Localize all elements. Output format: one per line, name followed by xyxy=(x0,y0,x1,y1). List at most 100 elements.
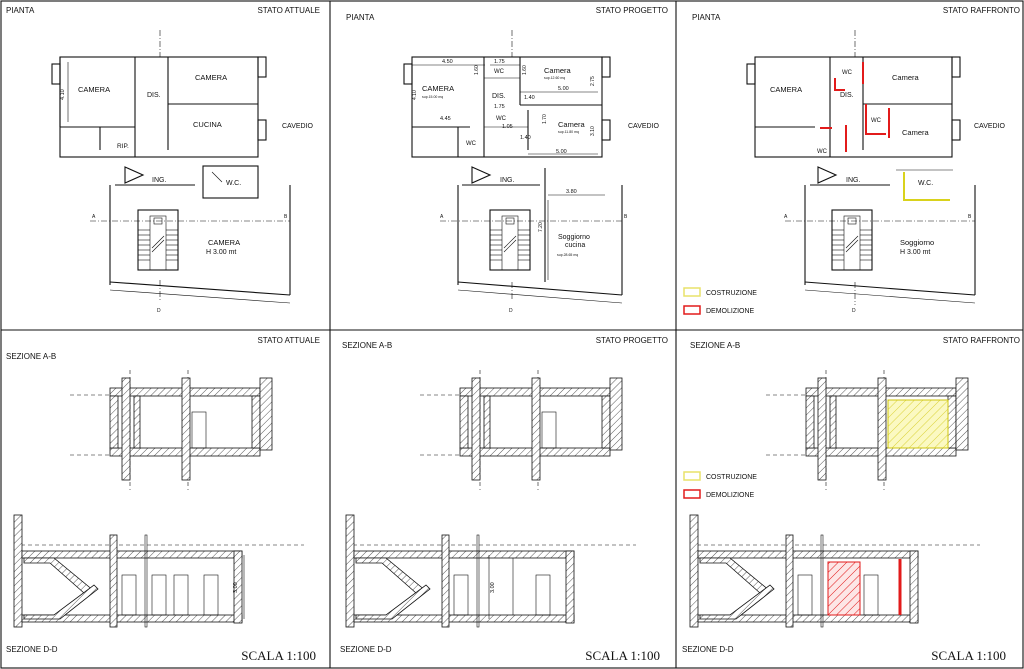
label-r-dis: DIS. xyxy=(840,92,854,99)
dim-160-b: 1.60 xyxy=(522,65,528,75)
marker-a-1: A xyxy=(92,214,96,220)
dim-500-bottom: 5.00 xyxy=(556,149,567,155)
legend-costruzione-label: COSTRUZIONE xyxy=(706,290,757,297)
dim-445: 4.45 xyxy=(440,116,451,122)
label-p-cucina: cucina xyxy=(565,242,585,249)
legend-demolizione-swatch xyxy=(683,305,701,315)
dim-170: 1.70 xyxy=(542,114,548,124)
dim-450: 4.50 xyxy=(442,59,453,65)
label-p-ing: ING. xyxy=(500,177,514,184)
demolition-red-1 xyxy=(834,78,845,91)
label-p-camera-left-sub: sup.15.00 mq xyxy=(422,95,443,99)
construction-yellow-area xyxy=(887,399,949,449)
label-wc: W.C. xyxy=(226,180,241,187)
demolition-red-5 xyxy=(865,104,886,135)
label-p-dis: DIS. xyxy=(492,93,506,100)
label-r-wc-right: W.C. xyxy=(918,180,933,187)
label-r-wc-bottom: WC xyxy=(817,149,828,155)
dim-140-bottom: 1.40 xyxy=(520,135,531,141)
label-r-wc-mid: WC xyxy=(871,118,882,124)
section-dd-raffronto xyxy=(689,514,981,628)
label-cavedio: CAVEDIO xyxy=(282,123,314,130)
dim-105: 1.05 xyxy=(502,124,513,130)
label-stato-progetto-2: STATO PROGETTO xyxy=(596,336,668,345)
label-p-camera-top-sub: sup.12.60 mq xyxy=(544,76,565,80)
legend-costruzione-label-2: COSTRUZIONE xyxy=(706,474,757,481)
label-p-soggiorno: Soggiorno xyxy=(558,234,590,241)
label-r-camera-top: Camera xyxy=(892,73,920,82)
dim-175-mid: 1.75 xyxy=(494,104,505,110)
section-dd-attuale: 3.00 xyxy=(13,514,305,628)
label-p-cavedio: CAVEDIO xyxy=(628,123,660,130)
marker-a-2: A xyxy=(440,214,444,220)
section-ab-progetto xyxy=(419,369,623,491)
marker-d-1: D xyxy=(157,308,161,314)
label-sezione-dd-2: SEZIONE D-D xyxy=(340,645,392,654)
plan-attuale: CAMERA DIS. CAMERA CUCINA CAVEDIO RIP. I… xyxy=(51,30,314,314)
label-p-wc-bottom: WC xyxy=(466,141,477,147)
label-r-soggiorno: Soggiorno xyxy=(900,238,934,247)
dim-140-top: 1.40 xyxy=(524,95,535,101)
dim-175-top: 1.75 xyxy=(494,59,505,65)
label-sezione-ab-2: SEZIONE A-B xyxy=(342,341,392,350)
label-p-camera-left: CAMERA xyxy=(422,84,454,93)
label-r-cavedio: CAVEDIO xyxy=(974,123,1006,130)
label-ing: ING. xyxy=(152,177,166,184)
legend-demolizione-swatch-2 xyxy=(683,489,701,499)
label-camera-left: CAMERA xyxy=(78,85,110,94)
label-p-camera-mid: Camera xyxy=(558,120,586,129)
label-pianta-2: PIANTA xyxy=(346,13,375,22)
construction-yellow-1 xyxy=(903,172,950,201)
label-stato-raffronto-2: STATO RAFFRONTO xyxy=(943,336,1020,345)
legend-costruzione-swatch-2 xyxy=(683,471,701,481)
dim-410: 4.10 xyxy=(60,89,66,100)
label-stato-attuale-1: STATO ATTUALE xyxy=(257,6,320,15)
label-camera-right: CAMERA xyxy=(195,73,227,82)
section-ab-raffronto xyxy=(765,369,969,491)
label-r-height: H 3.00 mt xyxy=(900,249,930,256)
label-r-camera-left: CAMERA xyxy=(770,85,802,94)
marker-a-3: A xyxy=(784,214,788,220)
marker-d-3: D xyxy=(852,308,856,314)
section-dd-progetto: 3.00 xyxy=(345,514,637,628)
marker-d-2: D xyxy=(509,308,513,314)
dim-410-p: 4.10 xyxy=(412,90,418,100)
scale-label-1: SCALA 1:100 xyxy=(241,648,316,663)
dim-380: 3.80 xyxy=(566,189,577,195)
label-p-wc-top: WC xyxy=(494,69,505,75)
dim-160-a: 1.60 xyxy=(474,65,480,75)
label-r-ing: ING. xyxy=(846,177,860,184)
label-p-camera-mid-sub: sup.11.80 mq xyxy=(558,130,579,134)
legend-costruzione-swatch xyxy=(683,287,701,297)
label-sezione-dd-3: SEZIONE D-D xyxy=(682,645,734,654)
label-p-soggiorno-sub: sup.28.65 mq xyxy=(557,253,578,257)
label-stato-progetto-1: STATO PROGETTO xyxy=(596,6,668,15)
label-sezione-dd-1: SEZIONE D-D xyxy=(6,645,58,654)
scale-label-3: SCALA 1:100 xyxy=(931,648,1006,663)
label-cucina: CUCINA xyxy=(193,120,222,129)
label-camera-big: CAMERA xyxy=(208,238,240,247)
scale-label-2: SCALA 1:100 xyxy=(585,648,660,663)
legend-demolizione-label: DEMOLIZIONE xyxy=(706,308,755,315)
plan-progetto: CAMERA sup.15.00 mq WC Camera sup.12.60 … xyxy=(403,30,660,314)
plan-raffronto: CAMERA WC DIS. Camera WC Camera WC CAVED… xyxy=(683,30,1006,315)
label-pianta-1: PIANTA xyxy=(6,6,35,15)
dim-310: 3.10 xyxy=(590,126,596,136)
label-p-camera-top: Camera xyxy=(544,66,572,75)
section-ab-attuale xyxy=(69,369,273,491)
dim-300-2: 3.00 xyxy=(490,582,496,593)
label-p-wc-mid: WC xyxy=(496,116,507,122)
label-dis: DIS. xyxy=(147,92,161,99)
demolition-red-area xyxy=(827,561,861,616)
label-rip: RIP. xyxy=(117,143,129,150)
label-sezione-ab-3: SEZIONE A-B xyxy=(690,341,740,350)
label-height: H 3.00 mt xyxy=(206,249,236,256)
label-r-wc-top: WC xyxy=(842,70,853,76)
marker-b-1: B xyxy=(284,214,288,220)
label-pianta-3: PIANTA xyxy=(692,13,721,22)
marker-b-3: B xyxy=(968,214,972,220)
legend-demolizione-label-2: DEMOLIZIONE xyxy=(706,492,755,499)
dim-720: 7.20 xyxy=(538,222,544,232)
